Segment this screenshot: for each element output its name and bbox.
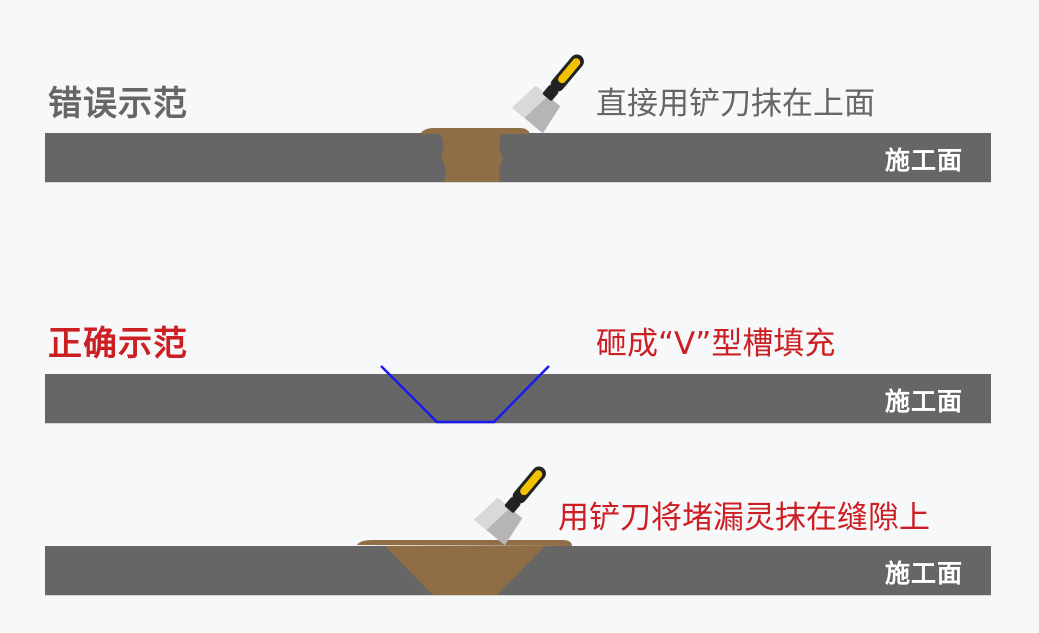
wrong-demo-heading: 错误示范 — [48, 84, 188, 124]
v-groove-outline — [380, 365, 550, 424]
work-surface-1: 施工面 — [45, 133, 991, 183]
correct-demo-heading: 正确示范 — [48, 324, 188, 364]
work-surface-2: 施工面 — [45, 374, 991, 424]
surface-label: 施工面 — [884, 146, 963, 175]
surface-label: 施工面 — [884, 387, 963, 416]
putty-fill — [357, 540, 572, 595]
surface-label: 施工面 — [884, 559, 963, 588]
v-groove-caption: 砸成“V”型槽填充 — [596, 326, 836, 362]
wrong-demo-caption: 直接用铲刀抹在上面 — [596, 86, 875, 122]
putty-knife-icon — [512, 54, 584, 134]
putty-surface-smear — [420, 128, 530, 182]
putty-knife-icon — [474, 466, 546, 546]
apply-putty-caption: 用铲刀将堵漏灵抹在缝隙上 — [558, 500, 930, 536]
